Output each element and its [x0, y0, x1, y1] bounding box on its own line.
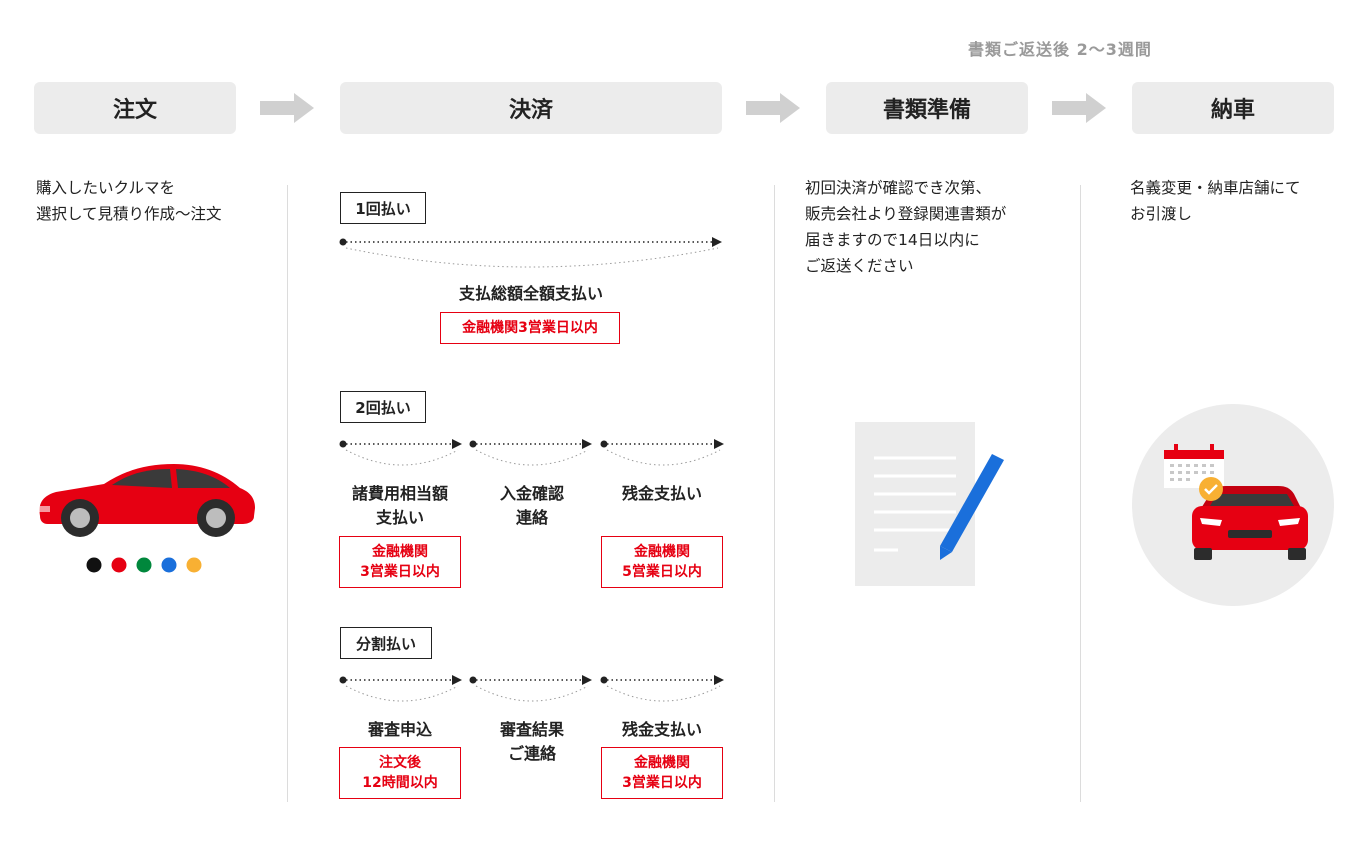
plan-label-one-time: 1回払い	[340, 192, 426, 224]
document-pen-icon	[855, 422, 1004, 586]
deadline-badge: 金融機関 3営業日以内	[601, 747, 723, 799]
step-delivery: 納車	[1132, 82, 1334, 134]
timeline-two-time	[339, 439, 724, 466]
arrow-right-icon	[1052, 93, 1106, 123]
deadline-badge: 金融機関 5営業日以内	[601, 536, 723, 588]
column-divider	[1080, 185, 1081, 802]
stage-label: 審査申込	[367, 720, 432, 739]
deadline-badge: 金融機関 3営業日以内	[339, 536, 461, 588]
color-option-dot	[186, 557, 202, 573]
color-option-dot	[161, 557, 177, 573]
stage-label: 支払総額全額支払い	[458, 284, 603, 303]
column-divider	[287, 185, 288, 802]
top-note: 書類ご返送後 2〜3週間	[968, 40, 1152, 59]
timeline-one-time	[339, 237, 722, 268]
delivery-car-icon	[1132, 404, 1334, 606]
order-description: 購入したいクルマを 選択して見積り作成〜注文	[36, 179, 222, 223]
stage-label: 残金支払い	[621, 484, 702, 503]
deadline-badge: 金融機関3営業日以内	[440, 312, 620, 344]
plan-label-two-time: 2回払い	[340, 391, 426, 423]
color-option-dot	[86, 557, 102, 573]
red-car-icon	[38, 464, 256, 537]
step-documents: 書類準備	[826, 82, 1028, 134]
step-payment: 決済	[340, 82, 722, 134]
plan-label-installment: 分割払い	[340, 627, 432, 659]
color-option-dot	[136, 557, 152, 573]
timeline-installment	[339, 675, 724, 702]
step-order: 注文	[34, 82, 236, 134]
delivery-description: 名義変更・納車店舗にて お引渡し	[1130, 179, 1301, 223]
arrow-right-icon	[746, 93, 800, 123]
stage-label: 入金確認 連絡	[499, 484, 564, 527]
column-divider	[774, 185, 775, 802]
documents-description: 初回決済が確認でき次第、 販売会社より登録関連書類が 届きますので14日以内に …	[805, 179, 1007, 275]
stage-label: 残金支払い	[621, 720, 702, 739]
color-options	[86, 557, 202, 573]
arrow-right-icon	[260, 93, 314, 123]
stage-label: 審査結果 ご連絡	[499, 720, 564, 763]
deadline-badge: 注文後 12時間以内	[339, 747, 461, 799]
stage-label: 諸費用相当額 支払い	[351, 484, 448, 527]
color-option-dot	[111, 557, 127, 573]
